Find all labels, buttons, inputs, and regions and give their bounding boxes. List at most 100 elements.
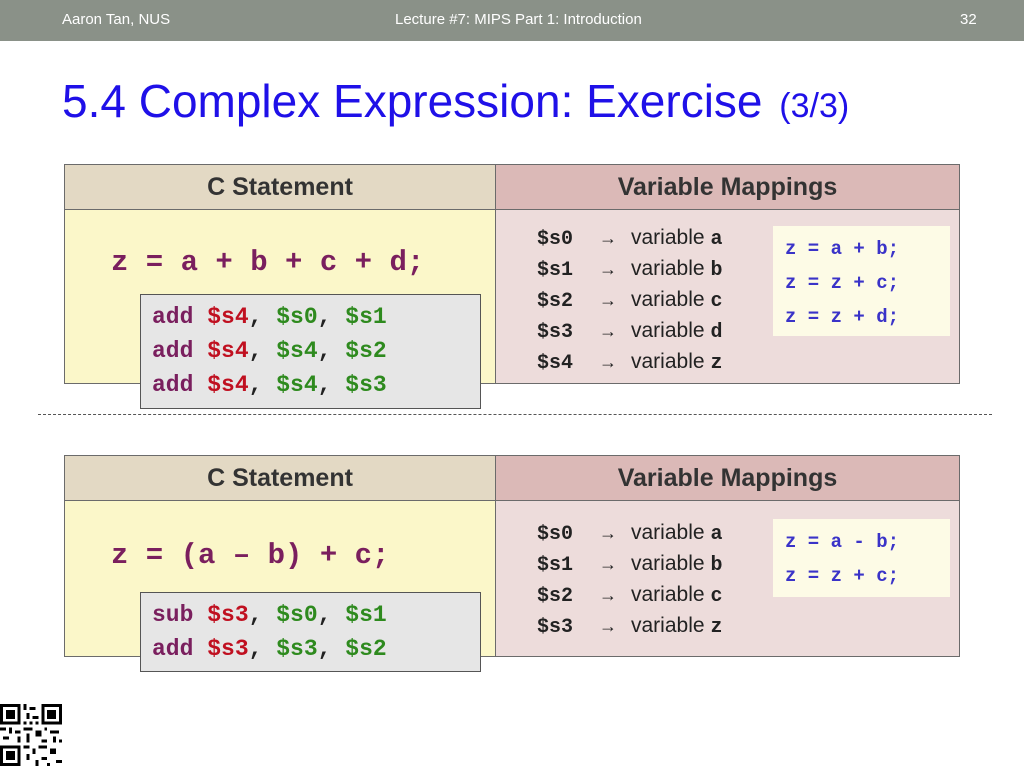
arrow-right-icon: → xyxy=(599,228,617,248)
variable-name: c xyxy=(710,585,723,608)
source-register: $s1 xyxy=(345,304,387,330)
lecture-title: Lecture #7: MIPS Part 1: Introduction xyxy=(395,11,642,28)
comma: , xyxy=(317,304,346,330)
source-register: $s2 xyxy=(345,636,387,662)
c-statement-header: C Statement xyxy=(65,456,496,501)
dest-register: $s4 xyxy=(207,372,249,398)
comma: , xyxy=(248,636,277,662)
arrow-right-icon: → xyxy=(599,585,617,605)
arrow-right-icon: → xyxy=(599,352,617,372)
c-statement-code: z = (a – b) + c; xyxy=(111,539,390,572)
arrow-right-icon: → xyxy=(599,616,617,636)
variable-name: a xyxy=(710,228,723,251)
opcode: sub xyxy=(152,602,208,628)
assembly-line: add $s4, $s0, $s1 xyxy=(152,300,480,334)
source-register: $s3 xyxy=(276,636,318,662)
slide-header-bar: Aaron Tan, NUS Lecture #7: MIPS Part 1: … xyxy=(0,0,1024,41)
expression-breakdown-box: z = a + b;z = z + c;z = z + d; xyxy=(773,226,950,336)
variable-word: variable xyxy=(631,583,705,606)
variable-name: d xyxy=(710,321,723,344)
source-register: $s0 xyxy=(276,304,318,330)
exercise-table-1: C Statement Variable Mappings z = a + b … xyxy=(64,164,960,384)
slide-title-part: (3/3) xyxy=(779,87,850,125)
comma: , xyxy=(248,338,277,364)
variable-word: variable xyxy=(631,257,705,280)
comma: , xyxy=(248,602,277,628)
register-name: $s3 xyxy=(537,616,574,639)
arrow-right-icon: → xyxy=(599,321,617,341)
comma: , xyxy=(248,304,277,330)
variable-word: variable xyxy=(631,614,705,637)
expression-line: z = z + c; xyxy=(785,272,900,294)
source-register: $s4 xyxy=(276,338,318,364)
variable-word: variable xyxy=(631,552,705,575)
expression-line: z = a - b; xyxy=(785,531,900,553)
opcode: add xyxy=(152,304,208,330)
expression-line: z = z + c; xyxy=(785,565,900,587)
register-name: $s1 xyxy=(537,554,574,577)
variable-word: variable xyxy=(631,350,705,373)
comma: , xyxy=(317,372,346,398)
source-register: $s4 xyxy=(276,372,318,398)
variable-mappings-header: Variable Mappings xyxy=(496,165,959,210)
c-statement-header: C Statement xyxy=(65,165,496,210)
opcode: add xyxy=(152,372,208,398)
dest-register: $s3 xyxy=(207,602,249,628)
register-name: $s0 xyxy=(537,523,574,546)
opcode: add xyxy=(152,338,208,364)
source-register: $s1 xyxy=(345,602,387,628)
section-divider xyxy=(38,414,992,415)
arrow-right-icon: → xyxy=(599,523,617,543)
variable-word: variable xyxy=(631,521,705,544)
variable-word: variable xyxy=(631,226,705,249)
expression-line: z = a + b; xyxy=(785,238,900,260)
variable-name: z xyxy=(710,616,723,639)
variable-name: c xyxy=(710,290,723,313)
variable-name: z xyxy=(710,352,723,375)
register-name: $s4 xyxy=(537,352,574,375)
dest-register: $s3 xyxy=(207,636,249,662)
c-statement-code: z = a + b + c + d; xyxy=(111,246,425,279)
source-register: $s0 xyxy=(276,602,318,628)
slide-title: 5.4 Complex Expression: Exercise (3/3) xyxy=(62,74,849,128)
variable-word: variable xyxy=(631,319,705,342)
author-label: Aaron Tan, NUS xyxy=(62,11,171,28)
arrow-right-icon: → xyxy=(599,290,617,310)
slide-title-main: 5.4 Complex Expression: Exercise xyxy=(62,75,763,127)
comma: , xyxy=(248,372,277,398)
variable-mappings-header: Variable Mappings xyxy=(496,456,959,501)
qr-code-icon xyxy=(0,704,62,766)
comma: , xyxy=(317,338,346,364)
assembly-line: add $s4, $s4, $s2 xyxy=(152,334,480,368)
assembly-line: add $s3, $s3, $s2 xyxy=(152,632,480,666)
variable-name: b xyxy=(710,554,723,577)
register-name: $s2 xyxy=(537,290,574,313)
assembly-line: add $s4, $s4, $s3 xyxy=(152,368,480,402)
register-name: $s0 xyxy=(537,228,574,251)
source-register: $s2 xyxy=(345,338,387,364)
exercise-table-2: C Statement Variable Mappings z = (a – b… xyxy=(64,455,960,657)
opcode: add xyxy=(152,636,208,662)
dest-register: $s4 xyxy=(207,338,249,364)
register-name: $s3 xyxy=(537,321,574,344)
variable-name: a xyxy=(710,523,723,546)
register-name: $s2 xyxy=(537,585,574,608)
assembly-line: sub $s3, $s0, $s1 xyxy=(152,598,480,632)
comma: , xyxy=(317,602,346,628)
source-register: $s3 xyxy=(345,372,387,398)
